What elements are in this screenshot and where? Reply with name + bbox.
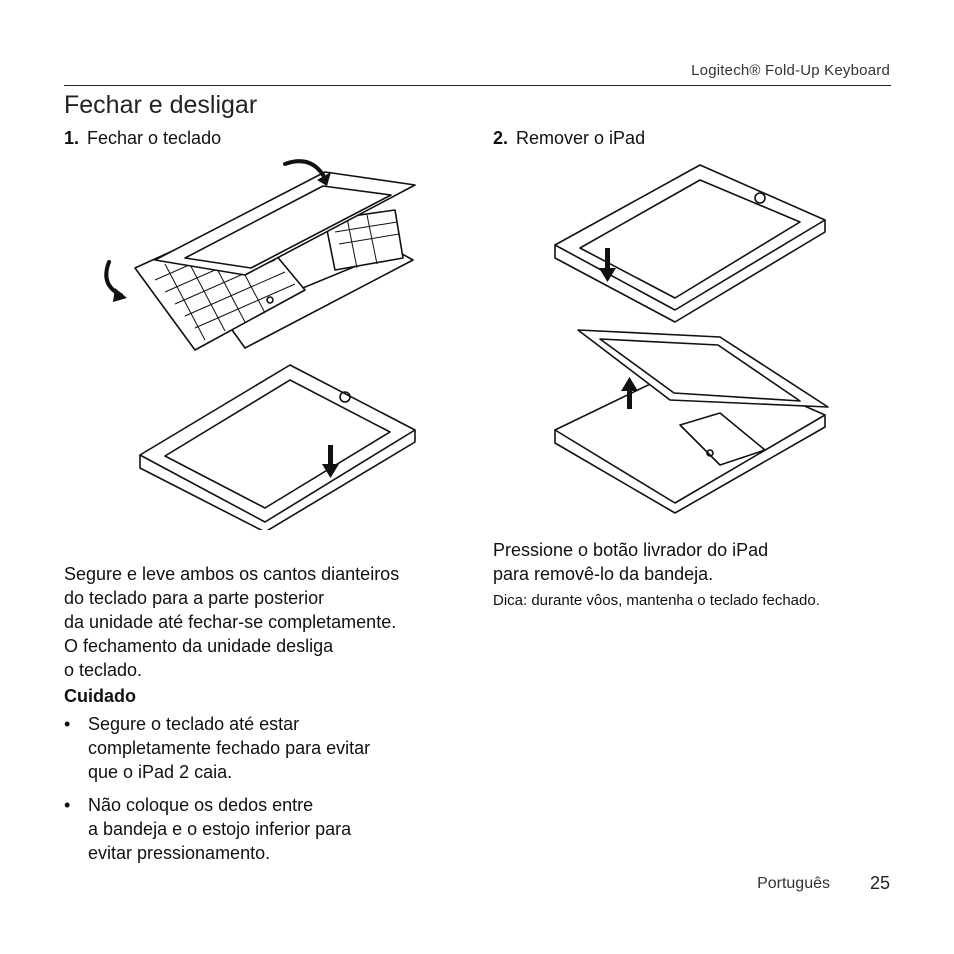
left-text-line-5: o teclado. (64, 660, 143, 680)
right-text-line-1: Pressione o botão livrador do iPad (493, 540, 769, 560)
ipad-lifted (577, 329, 829, 408)
left-text-line-4: O fechamento da unidade desliga (64, 636, 334, 656)
footer-page-number: 25 (869, 873, 890, 893)
caution-item-1-line-1: Segure o teclado até estar (88, 714, 300, 734)
closed-case-body (139, 364, 416, 523)
header-rule (64, 85, 891, 86)
press-arrow-down-2 (599, 268, 616, 282)
closed-case-screen (164, 379, 391, 509)
caution-heading: Cuidado (64, 686, 136, 706)
footer-language: Português (757, 875, 830, 892)
step-2-number: 2. (493, 128, 509, 148)
lift-arrow-up (621, 377, 638, 391)
ipad-tilted (154, 171, 416, 276)
caution-item-1: Segure o teclado até estar completamente… (64, 712, 464, 784)
left-text-line-3: da unidade até fechar-se completamente. (64, 612, 397, 632)
page-title: Fechar e desligar (64, 91, 258, 119)
tip-text: Dica: durante vôos, mantenha o teclado f… (493, 592, 820, 609)
illustration-closed-case (139, 364, 416, 530)
right-instructions: Pressione o botão livrador do iPad para … (493, 538, 893, 609)
rotate-arrow-left (104, 260, 123, 297)
caution-item-1-line-3: que o iPad 2 caia. (88, 762, 233, 782)
step-1-heading: 1. Fechar o teclado (64, 128, 221, 149)
left-text-line-2: do teclado para a parte posterior (64, 588, 325, 608)
illustration-ipad-removed (554, 329, 829, 514)
caution-item-2-line-1: Não coloque os dedos entre (88, 795, 314, 815)
illustration-keyboard-folding (104, 159, 416, 351)
caution-item-1-line-2: completamente fechado para evitar (88, 738, 371, 758)
left-instructions: Segure e leve ambos os cantos dianteiros… (64, 562, 464, 682)
step-2-label: Remover o iPad (516, 128, 646, 148)
caution-item-2: Não coloque os dedos entre a bandeja e o… (64, 793, 464, 865)
case-base (224, 249, 414, 349)
press-arrow-down (322, 464, 339, 478)
right-text-line-2: para removê-lo da bandeja. (493, 564, 714, 584)
caution-item-2-line-3: evitar pressionamento. (88, 843, 271, 863)
illustration-press-release (554, 164, 826, 323)
header-brand: Logitech® Fold-Up Keyboard (691, 62, 890, 79)
rotate-arrow-top (283, 159, 325, 177)
caution-item-2-line-2: a bandeja e o estojo inferior para (88, 819, 352, 839)
step-1-number: 1. (64, 128, 80, 148)
step-2-heading: 2. Remover o iPad (493, 128, 645, 149)
caution-list: Segure o teclado até estar completamente… (64, 712, 464, 874)
left-text-line-1: Segure e leve ambos os cantos dianteiros (64, 564, 400, 584)
step-1-label: Fechar o teclado (87, 128, 222, 148)
